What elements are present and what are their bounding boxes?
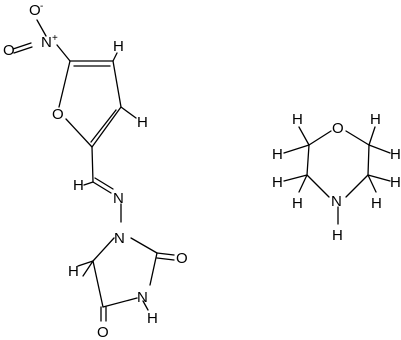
bond-c2-o: [65, 118, 93, 148]
bond-h4: [298, 174, 308, 193]
bond-c4-h: [112, 52, 118, 62]
atom-o-carbonyl-4: O: [97, 324, 109, 340]
bond-cimine-h: [83, 181, 94, 186]
atom-h-n-morpholine: H: [332, 227, 343, 244]
bond-h1: [298, 126, 310, 146]
atom-h-ring-3: H: [147, 310, 158, 327]
bond-n1-c2: [130, 237, 158, 254]
atom-h-imine: H: [73, 177, 84, 194]
atom-h-furan-4: H: [113, 38, 124, 55]
bond-h6: [368, 144, 391, 154]
atom-o-furan: O: [52, 106, 64, 123]
atom-h-furan-3: H: [137, 114, 148, 131]
atom-h: H: [292, 111, 303, 128]
atom-o-carbonyl-2: O: [176, 250, 188, 267]
bond-c4-c3: [112, 60, 122, 108]
morpholine-atoms: O N H H H H H H H H H: [272, 111, 401, 244]
bond-c5-h: [77, 260, 94, 267]
bond-c3-h: [120, 106, 137, 119]
bond-n-o-double-b: [13, 46, 33, 54]
bond-c3-n: [306, 174, 330, 198]
atom-n-imine: N: [113, 190, 124, 207]
bond-n3-h: [142, 300, 149, 311]
atom-h: H: [390, 174, 401, 191]
bond-n-o-double-a: [12, 42, 32, 50]
bond-c3-c2: [91, 106, 122, 148]
bond-c2-n3: [149, 252, 158, 286]
charge-plus: +: [52, 33, 58, 44]
atom-h: H: [371, 195, 382, 212]
atom-h: H: [292, 195, 303, 212]
bond-c-n-double-a: [92, 181, 112, 194]
bond-h5: [368, 126, 376, 146]
morpholine-bonds: [283, 126, 391, 225]
bond-c5-c6: [367, 144, 370, 176]
bond-n-c5: [56, 44, 71, 62]
bond-h3: [283, 174, 308, 182]
bond-c6-o: [345, 130, 370, 146]
atom-o-morpholine: O: [332, 120, 344, 137]
atom-o-minus: O: [29, 2, 41, 19]
bond-h2: [283, 144, 310, 154]
atom-h: H: [370, 111, 381, 128]
atom-h: H: [272, 174, 283, 191]
bond-c5-h2: [82, 260, 94, 277]
bond-c3-c2-inner: [90, 109, 117, 143]
bond-n3-c4: [102, 297, 138, 308]
nitrofurantoin-molecule: O - N + O O H H H N N O H N H O: [3, 1, 188, 340]
bond-h8: [367, 174, 377, 193]
bond-c2-o-b: [156, 257, 175, 261]
atom-h: H: [390, 146, 401, 163]
bond-o-c5: [58, 60, 71, 108]
atom-o-nitro: O: [3, 42, 15, 59]
charge-minus: -: [40, 1, 43, 12]
atom-n-ring-1: N: [114, 230, 125, 247]
bond-c-n-double-b: [94, 177, 114, 190]
nitrofurantoin-atoms: O - N + O O H H H N N O H N H O: [3, 1, 188, 340]
morpholine-molecule: O N H H H H H H H H H: [272, 111, 401, 244]
bond-n-c5: [345, 174, 369, 198]
atom-n-morpholine: N: [331, 193, 342, 210]
atom-h: H: [272, 146, 283, 163]
nitrofurantoin-bonds: [12, 19, 175, 322]
atom-n-nitro: N: [41, 34, 52, 51]
bond-o-n-nitro: [36, 19, 47, 37]
atom-h-ch2: H: [68, 263, 79, 280]
atom-n-ring-3: N: [137, 289, 148, 306]
bond-h7: [367, 174, 391, 182]
bond-c2-c3: [306, 144, 310, 176]
bond-c2-cimine: [91, 146, 94, 183]
bond-c5-n1: [92, 237, 115, 262]
bond-c4-c5: [92, 260, 104, 308]
bond-c2-o-a: [156, 252, 175, 256]
bond-o-c2: [308, 130, 332, 146]
